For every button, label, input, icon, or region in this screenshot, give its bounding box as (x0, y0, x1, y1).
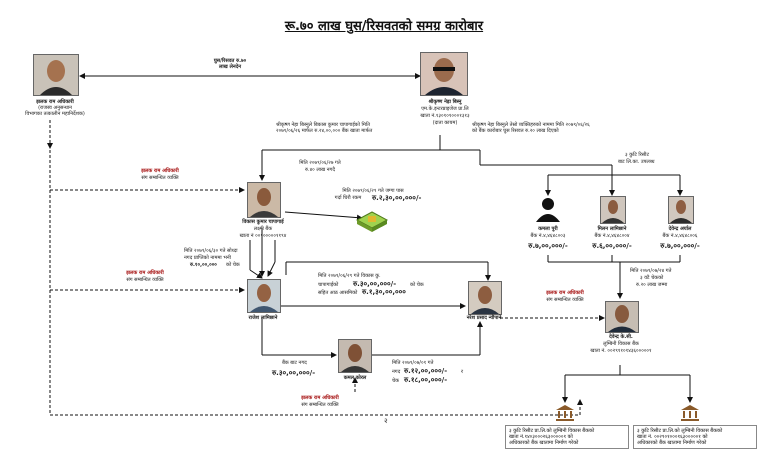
name-kamal: कमल कोरल (343, 375, 367, 381)
photo-rajesh (247, 279, 281, 313)
bank-icon (556, 405, 574, 421)
date-2: मिति २०७९/०६/२९ गते जग्गा पास (342, 188, 404, 194)
name-bikash: विकास कुमार चापागाई (242, 219, 284, 225)
date-6d: चेक (392, 378, 400, 384)
jhalak-sub-4: संग सम्बन्धित व्यक्ति (546, 297, 584, 303)
credit-label-2: बाट लि.का. उपलब्ध (618, 159, 655, 165)
photo-shrikrishna (420, 52, 468, 96)
jhalak-label-4: झलक राम अधिकारी (546, 290, 584, 296)
photo-milan (600, 196, 626, 224)
date-4c: को चेक (410, 282, 424, 288)
bank-box-1-line2: खाता नं.१४०३०००२६३०००००१ को (509, 434, 573, 440)
amt-kamala: रु.७,००,०००/- (528, 242, 568, 250)
jhalak-sub-1: संग सम्बन्धित व्यक्ति (141, 175, 179, 181)
date-4: मिति २०७९/०६/२९ गते विकास कु. (318, 273, 381, 279)
name-kamala: कमला पुरी (538, 226, 558, 232)
date-6-amt2: रु.१८,००,०००/- (404, 376, 448, 384)
date-3-amt: रु.१०,००,००० (190, 262, 217, 268)
date-3b: नगद प्राप्तिको नाममा भनी (184, 255, 231, 261)
name-naresh: नरेश प्रसाद न्यौपाने (466, 315, 502, 321)
name-jhalak: झलक राम अधिकारी (36, 99, 74, 105)
name-shrikrishna: श्रीकृष्ण नेह्रा बिस्नु (428, 99, 462, 105)
page-number: २ (384, 417, 388, 425)
date-6c: र (461, 369, 464, 375)
date-7b: ३ वटै चेकको (640, 275, 664, 281)
jhalak-sub-3: संग सम्बन्धित व्यक्ति (301, 402, 339, 408)
date-6: मिति २०७९/०७/०१ गते (392, 360, 434, 366)
date-3c: को चेक (226, 262, 240, 268)
bank-box-2-line2: खाता नं. ००२९०१०००१६३०००००१ को (637, 434, 708, 440)
date-4-amt2: रु.१,३०,००,००० (362, 288, 406, 296)
photo-devendra-kc (605, 301, 639, 333)
date-4-amt: रु.३०,००,०००/- (353, 280, 397, 288)
acct-devendra-kc: खाता नं. ००२९११०१४३६०००००१ (590, 348, 652, 354)
land-icon (355, 211, 389, 232)
bank-box-2-line3: अधिकारको बैंक खातामा निर्माण गरेको (637, 440, 707, 446)
bank-devendra-kc: लुम्बिनी विकास बैंक (603, 341, 639, 347)
bank-bikash: लक्ष्मी बैंक (253, 226, 273, 232)
arrow-label-2: लाख लेनदेन (218, 64, 242, 70)
jhalak-label-2: झलक राम अधिकारी (126, 270, 164, 276)
jhalak-label-1: झलक राम अधिकारी (141, 168, 179, 174)
photo-jhalak (33, 54, 79, 96)
date-6b: नगद (392, 369, 401, 375)
date-7: मिति २०७९/०७/२४ गते (630, 268, 672, 274)
note-left: श्रीकृष्ण नेह्रा बिस्नुले बिकास कुमार चा… (276, 122, 373, 134)
date-4b: चापागाईको (318, 282, 339, 288)
sub-jhalak-1: (राजस्व अनुसन्धान (38, 105, 72, 111)
photo-naresh (468, 281, 502, 315)
date-6-amt: रु.१२,००,०००/- (404, 367, 448, 375)
page-title: रू.७० लाख घुस/रिसवतको समग्र कारोबार (284, 19, 484, 34)
date-2-amt: रु.२,३०,००,०००/- (372, 194, 422, 202)
bank-box-2-line1: ३ कुटि रिसीट प्रा.लि.को लुम्बिनी विकास ब… (637, 428, 723, 434)
arrow-label: घुस/रिसवत रु.७० (213, 58, 247, 64)
bank-devendra: बैंक नं.४,४६४८००६ (662, 233, 698, 239)
date-3: मिति २०७९/०६/३० गते सोध्दा (184, 248, 238, 254)
amt-milan: रु.६,००,०००/- (592, 242, 632, 250)
bank-kamala: बैंक नं.४,४६४८००३ (530, 233, 566, 239)
bank-icon (681, 405, 699, 421)
date-1: मिति २०७९/०६/२७ गते (299, 160, 341, 166)
amt-devendra: रु.७,००,०००/- (660, 242, 700, 250)
date-2b: गर्दा घिरौ रकम (334, 195, 362, 201)
jhalak-sub-2: संग सम्बन्धित व्यक्ति (126, 277, 164, 283)
person-silhouette-icon (536, 198, 560, 222)
sub-shrikrishna-3: (दाता कायम) (432, 120, 458, 126)
date-4d: सहित आठ आसमिको (318, 290, 358, 296)
sub-shrikrishna-1: एम.के.इन्टरप्राइजेज प्रा.लि (421, 106, 469, 112)
name-milan: मिलन लामिछाने (597, 226, 627, 232)
photo-devendra (668, 196, 694, 224)
photo-bikash (247, 182, 281, 218)
date-7c: रु.२० लाख जम्मा (636, 282, 668, 288)
date-5-amt: रु.३०,००,०००/- (272, 369, 316, 377)
bank-box-2: ३ कुटि रिसीट प्रा.लि.को लुम्बिनी विकास ब… (633, 425, 757, 449)
name-devendra: देवेन्द्र अर्याल (668, 226, 692, 232)
jhalak-label-3: झलक राम अधिकारी (301, 395, 339, 401)
bank-milan: बैंक नं.४,४६४८००४ (594, 233, 630, 239)
credit-label: ३ कुटि रिसीट (625, 152, 649, 158)
date-5: बैंक बाट नगद (282, 360, 307, 366)
bank-box-1: ३ कुटि रिसीट प्रा.लि.को लुम्बिनी विकास ब… (505, 425, 629, 449)
bank-box-1-line1: ३ कुटि रिसीट प्रा.लि.को लुम्बिनी विकास ब… (509, 428, 595, 434)
name-devendra-kc: देवेन्द्र के.सी. (609, 334, 633, 340)
sub-shrikrishna-2: खाता नं.१३०१०१०००१३१३ (420, 113, 470, 119)
name-rajesh: राजेश लामिछाने (248, 315, 278, 321)
bank-box-1-line3: अधिकारको बैंक खातामा निर्माण गरेको (509, 440, 579, 446)
sub-jhalak-2: विभागका तत्कालीन महानिर्देशक) (25, 111, 85, 117)
note-right: श्रीकृष्ण नेह्रा बिस्नुले तेस्रो व्यक्ति… (472, 122, 590, 134)
date-1-amt: रु.४० लाख नगदै (305, 167, 335, 173)
photo-kamal (338, 339, 372, 373)
acct-bikash: खाता नं ००१०००००११९४ (239, 233, 287, 239)
